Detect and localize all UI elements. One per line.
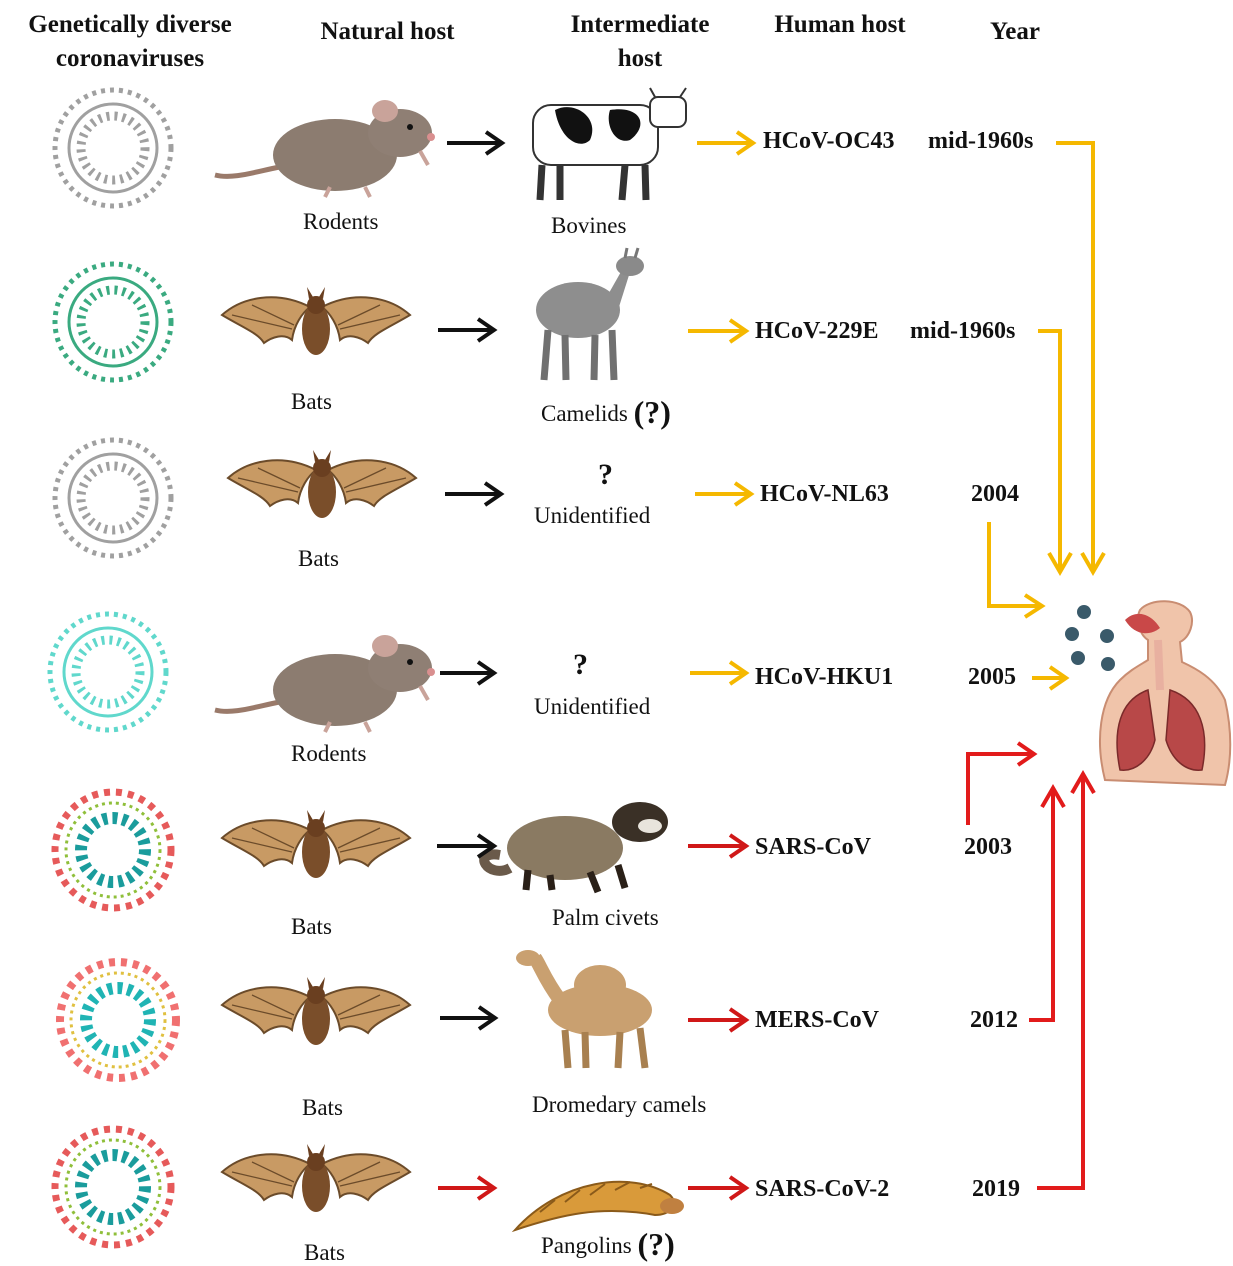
- alpaca-icon: [536, 248, 644, 380]
- virus-icon: [50, 614, 166, 730]
- virus-icon: [60, 962, 176, 1078]
- virion-icon: [1065, 605, 1115, 671]
- arrow: [688, 132, 753, 1199]
- connector-arrow: [968, 143, 1104, 1188]
- virus-icon: [55, 90, 171, 206]
- bat-icon: [222, 977, 410, 1045]
- virus-icon: [55, 792, 171, 908]
- rodent-icon: [215, 100, 435, 197]
- bat-icon: [228, 450, 416, 518]
- bat-icon: [222, 810, 410, 878]
- bat-icon: [222, 1144, 410, 1212]
- virus-icon: [55, 1129, 171, 1245]
- cow-icon: [533, 88, 686, 200]
- arrow: [437, 132, 502, 1199]
- virus-icon: [55, 440, 171, 556]
- rodent-icon: [215, 635, 435, 732]
- bat-icon: [222, 287, 410, 355]
- virus-icon: [55, 264, 171, 380]
- camel-icon: [516, 950, 652, 1068]
- pangolin-icon: [515, 1182, 684, 1230]
- civet-icon: [484, 802, 668, 892]
- human-respiratory-icon: [1100, 601, 1230, 785]
